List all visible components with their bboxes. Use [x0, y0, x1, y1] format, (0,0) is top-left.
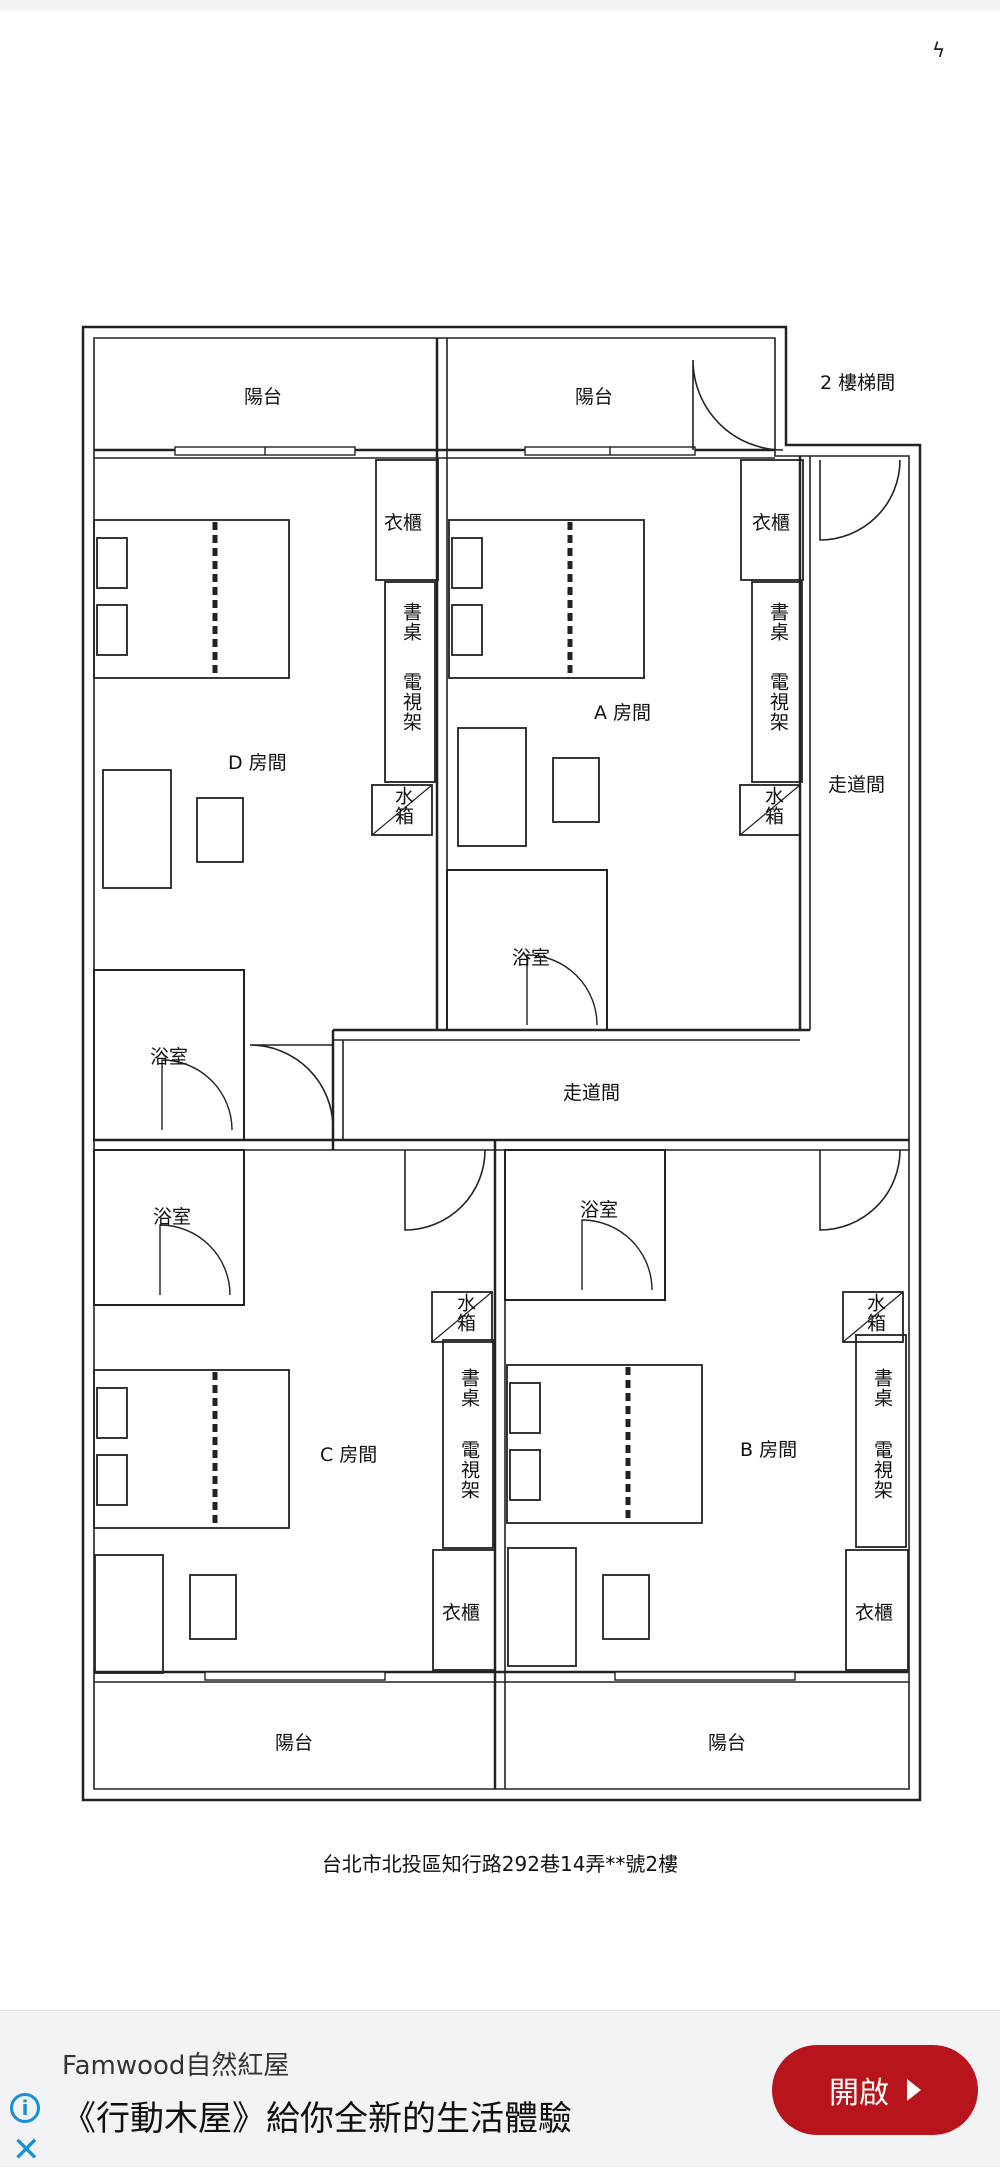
- balcony-label-c: 陽台: [275, 1732, 314, 1754]
- fridge-label-a: 水箱: [762, 786, 784, 826]
- play-arrow-icon: [907, 2079, 921, 2101]
- wardrobe-label-d: 衣櫃: [384, 512, 423, 534]
- wardrobe-label-c: 衣櫃: [442, 1602, 481, 1624]
- address-caption: 台北市北投區知行路292巷14弄**號2樓: [321, 1852, 679, 1876]
- stair-label: 2 樓梯間: [820, 372, 896, 394]
- bolt-icon: ϟ: [932, 38, 946, 62]
- desk-label-a: 書桌: [767, 602, 789, 642]
- fridge-label-b: 水箱: [864, 1293, 886, 1333]
- balcony-label-d: 陽台: [244, 386, 283, 408]
- wardrobe-label-b: 衣櫃: [855, 1602, 894, 1624]
- tv-stand-label-a: 電視架: [767, 672, 789, 732]
- corridor-label-center: 走道間: [563, 1082, 621, 1104]
- tv-stand-label-d: 電視架: [400, 672, 422, 732]
- info-icon[interactable]: i: [10, 2093, 40, 2123]
- ad-open-button[interactable]: 開啟: [772, 2045, 978, 2135]
- fridge-label-d: 水箱: [392, 786, 414, 826]
- tv-stand-label-b: 電視架: [871, 1440, 893, 1500]
- bathroom-label-c: 浴室: [153, 1206, 192, 1228]
- ad-headline: 《行動木屋》給你全新的生活體驗: [62, 2099, 572, 2139]
- tv-stand-label-c: 電視架: [458, 1440, 480, 1500]
- bathroom-label-d: 浴室: [150, 1046, 189, 1068]
- room-label-d: D 房間: [228, 752, 287, 774]
- desk-label-c: 書桌: [458, 1368, 480, 1408]
- wardrobe-label-a: 衣櫃: [752, 512, 791, 534]
- fridge-label-c: 水箱: [454, 1293, 476, 1333]
- balcony-label-b: 陽台: [708, 1732, 747, 1754]
- bathroom-label-a: 浴室: [512, 947, 551, 969]
- bathroom-label-b: 浴室: [580, 1199, 619, 1221]
- room-label-c: C 房間: [320, 1444, 378, 1466]
- ad-brand: Famwood自然紅屋: [62, 2051, 290, 2081]
- room-label-b: B 房間: [740, 1439, 798, 1461]
- floor-plan: [81, 325, 922, 1802]
- ad-open-label: 開啟: [829, 2076, 889, 2111]
- status-bar: [0, 0, 1000, 10]
- ad-banner[interactable]: Famwood自然紅屋 《行動木屋》給你全新的生活體驗 開啟 i ✕: [0, 2010, 1000, 2167]
- corridor-label-right: 走道間: [828, 774, 886, 796]
- balcony-label-a: 陽台: [575, 386, 614, 408]
- desk-label-b: 書桌: [871, 1368, 893, 1408]
- desk-label-d: 書桌: [400, 602, 422, 642]
- room-label-a: A 房間: [594, 702, 652, 724]
- close-icon[interactable]: ✕: [12, 2130, 41, 2170]
